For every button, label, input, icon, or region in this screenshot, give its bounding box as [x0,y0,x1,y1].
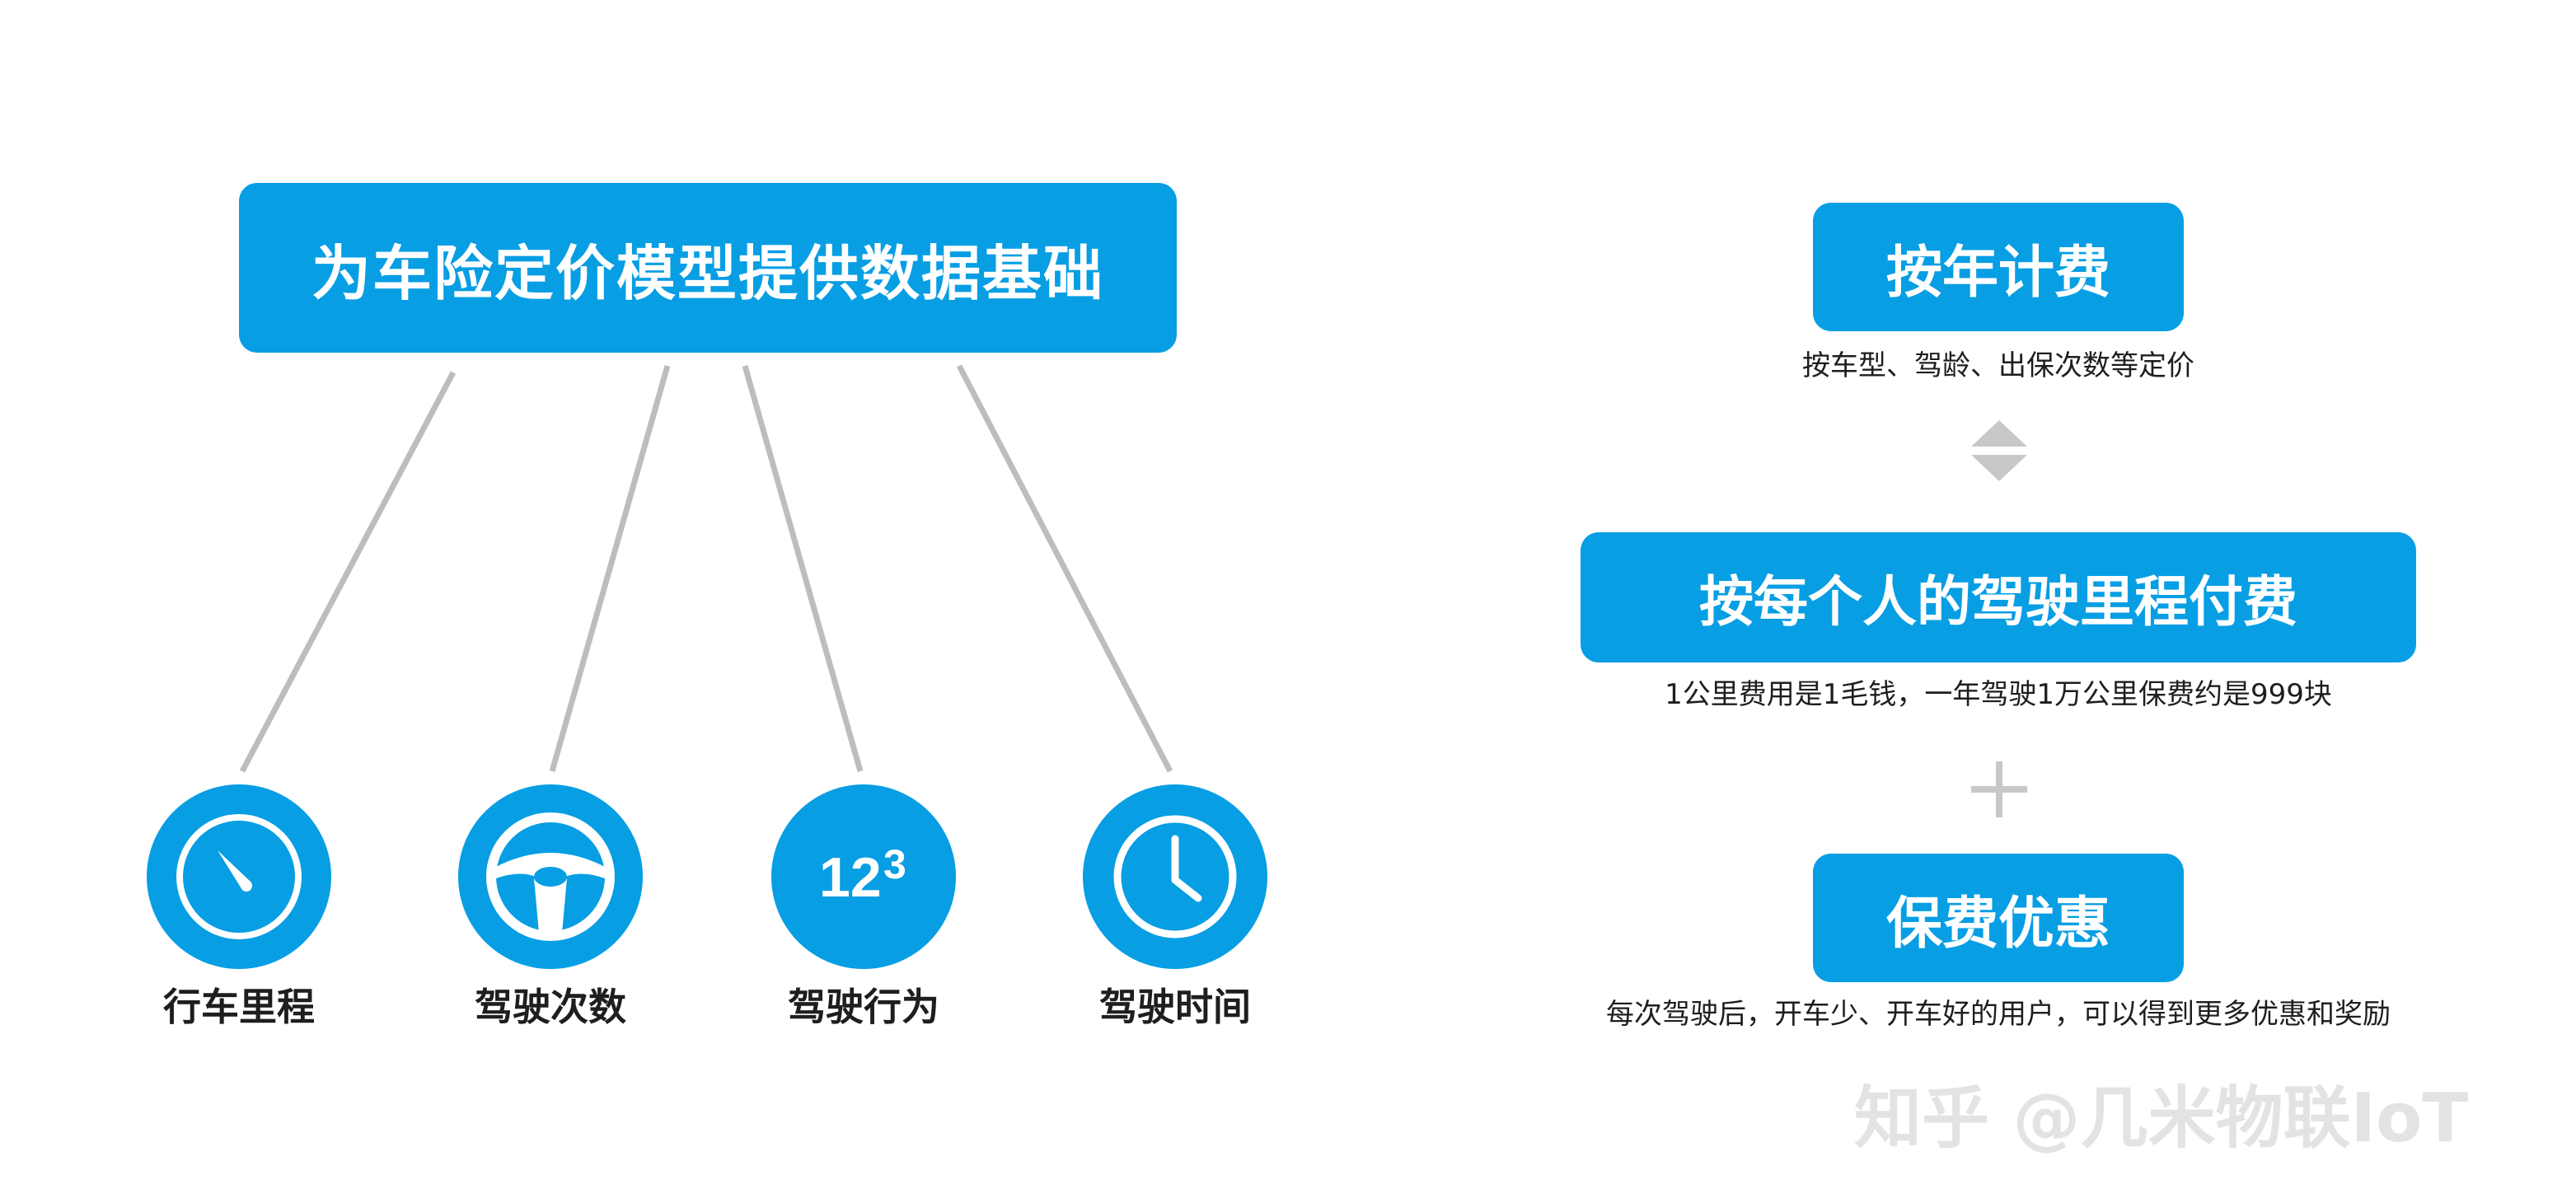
pay-per-mile-title: 按每个人的驾驶里程付费 [1699,570,2297,634]
mileage-circle [147,784,331,969]
mileage-label: 行车里程 [163,985,315,1029]
premium-discount-title: 保费优惠 [1885,891,2110,957]
numbers-12-text: 12 [819,846,882,909]
premium-discount-description: 每次驾驶后，开车少、开车好的用户，可以得到更多优惠和奖励 [1606,998,2391,1031]
driving-behavior-label: 驾驶行为 [788,985,939,1029]
driving-time-circle [1083,784,1267,969]
steering-wheel-icon [486,812,615,941]
clock-icon [1113,815,1237,939]
annual-billing-box: 按年计费 [1813,203,2184,331]
trip-count-label: 驾驶次数 [475,985,626,1029]
pricing-model-title: 为车险定价模型提供数据基础 [311,238,1104,308]
connector-line-1 [239,371,457,773]
annual-billing-title: 按年计费 [1885,240,2110,306]
up-down-arrow-icon [1971,420,2027,481]
numbers-123-icon: 12 3 [819,841,906,909]
watermark: 知乎 @几米物联IoT [1854,1079,2469,1158]
pay-per-mile-box: 按每个人的驾驶里程付费 [1581,532,2416,662]
premium-discount-box: 保费优惠 [1813,854,2184,982]
pay-per-mile-description: 1公里费用是1毛钱，一年驾驶1万公里保费约是999块 [1665,678,2332,711]
speedometer-icon [176,814,302,939]
driving-time-label: 驾驶时间 [1099,985,1251,1029]
connector-line-3 [742,365,864,772]
trip-count-circle [458,784,643,969]
connector-line-2 [549,365,671,772]
pricing-model-title-box: 为车险定价模型提供数据基础 [239,183,1177,353]
driving-behavior-circle: 12 3 [771,784,956,969]
annual-billing-description: 按车型、驾龄、出保次数等定价 [1802,349,2194,382]
connector-line-4 [956,364,1173,773]
plus-icon [1971,761,2027,817]
numbers-3-superscript: 3 [883,841,906,887]
